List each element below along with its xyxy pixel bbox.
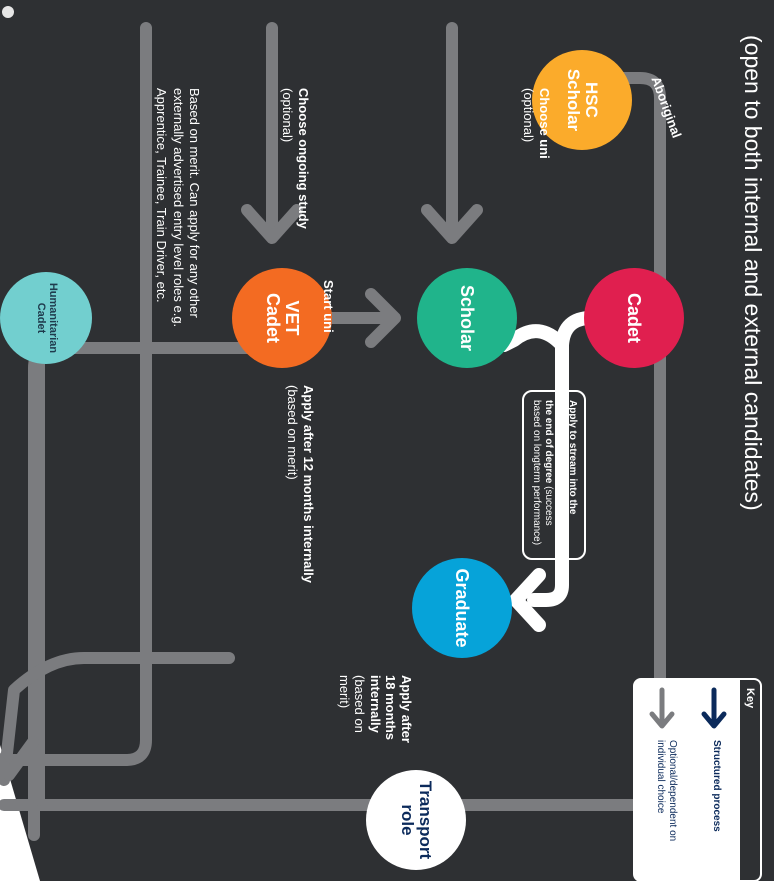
key-title: Key — [740, 680, 760, 880]
choose-uni-label: Choose uni (optional) — [521, 88, 552, 159]
humanitarian-cadet-node: Humanitarian Cadet — [0, 272, 92, 364]
structured-arrow-icon — [701, 687, 727, 729]
stream-box: Apply to stream into the Transport Gradu… — [522, 390, 586, 560]
arrowhead-into-vet — [241, 204, 303, 244]
apply-18-normal: (based on merit) — [336, 675, 368, 733]
merit-label: Based on merit. Can apply for any other … — [154, 88, 203, 328]
arrow-scholar-cadet-join — [497, 311, 598, 352]
apply-12-label: Apply after 12 months internally (based … — [285, 385, 316, 583]
arrow-outer-loop — [0, 22, 152, 766]
arrow-grad-transport — [0, 652, 235, 786]
apply-12-bold: Apply after 12 months internally — [301, 385, 316, 583]
structured-arrows — [497, 311, 598, 632]
arrow-to-graduate — [527, 338, 569, 607]
key-optional-label: Optional/dependent on individual choice — [655, 740, 678, 842]
choose-study-normal: (optional) — [280, 88, 296, 143]
choose-uni-bold: Choose uni — [537, 88, 552, 159]
transport-role-node: Transport role — [366, 770, 466, 870]
optional-arrow-icon — [649, 687, 675, 729]
apply-12-normal: (based on merit) — [285, 385, 301, 480]
stream-box-bold: Apply to stream into the Transport Gradu… — [543, 400, 578, 549]
key-structured-label: Structured process — [711, 740, 722, 832]
arrowhead-transport — [0, 736, 39, 781]
apply-18-bold: Apply after 18 months internally — [367, 675, 414, 743]
arrowhead-into-scholar — [421, 204, 483, 244]
choose-uni-normal: (optional) — [521, 88, 537, 143]
cadet-node: Cadet — [584, 268, 684, 368]
start-uni-label: Start uni — [321, 280, 336, 333]
apply-18-label: Apply after 18 months internally (based … — [336, 675, 414, 755]
vet-cadet-node: VET Cadet — [232, 268, 332, 368]
graduate-node: Graduate — [412, 558, 512, 658]
key-structured-row: Structured process — [688, 680, 740, 880]
choose-study-label: Choose ongoing study (optional) — [280, 88, 311, 229]
arrowhead-graduate — [509, 568, 546, 632]
corner-decor — [2, 6, 14, 18]
key-optional-row: Optional/dependent on individual choice — [636, 680, 688, 880]
scholar-node: Scholar — [417, 268, 517, 368]
arrowhead-vet-scholar — [365, 288, 401, 348]
key-box: Key Structured process Optional/dependen… — [633, 678, 762, 881]
choose-study-bold: Choose ongoing study — [296, 88, 311, 229]
